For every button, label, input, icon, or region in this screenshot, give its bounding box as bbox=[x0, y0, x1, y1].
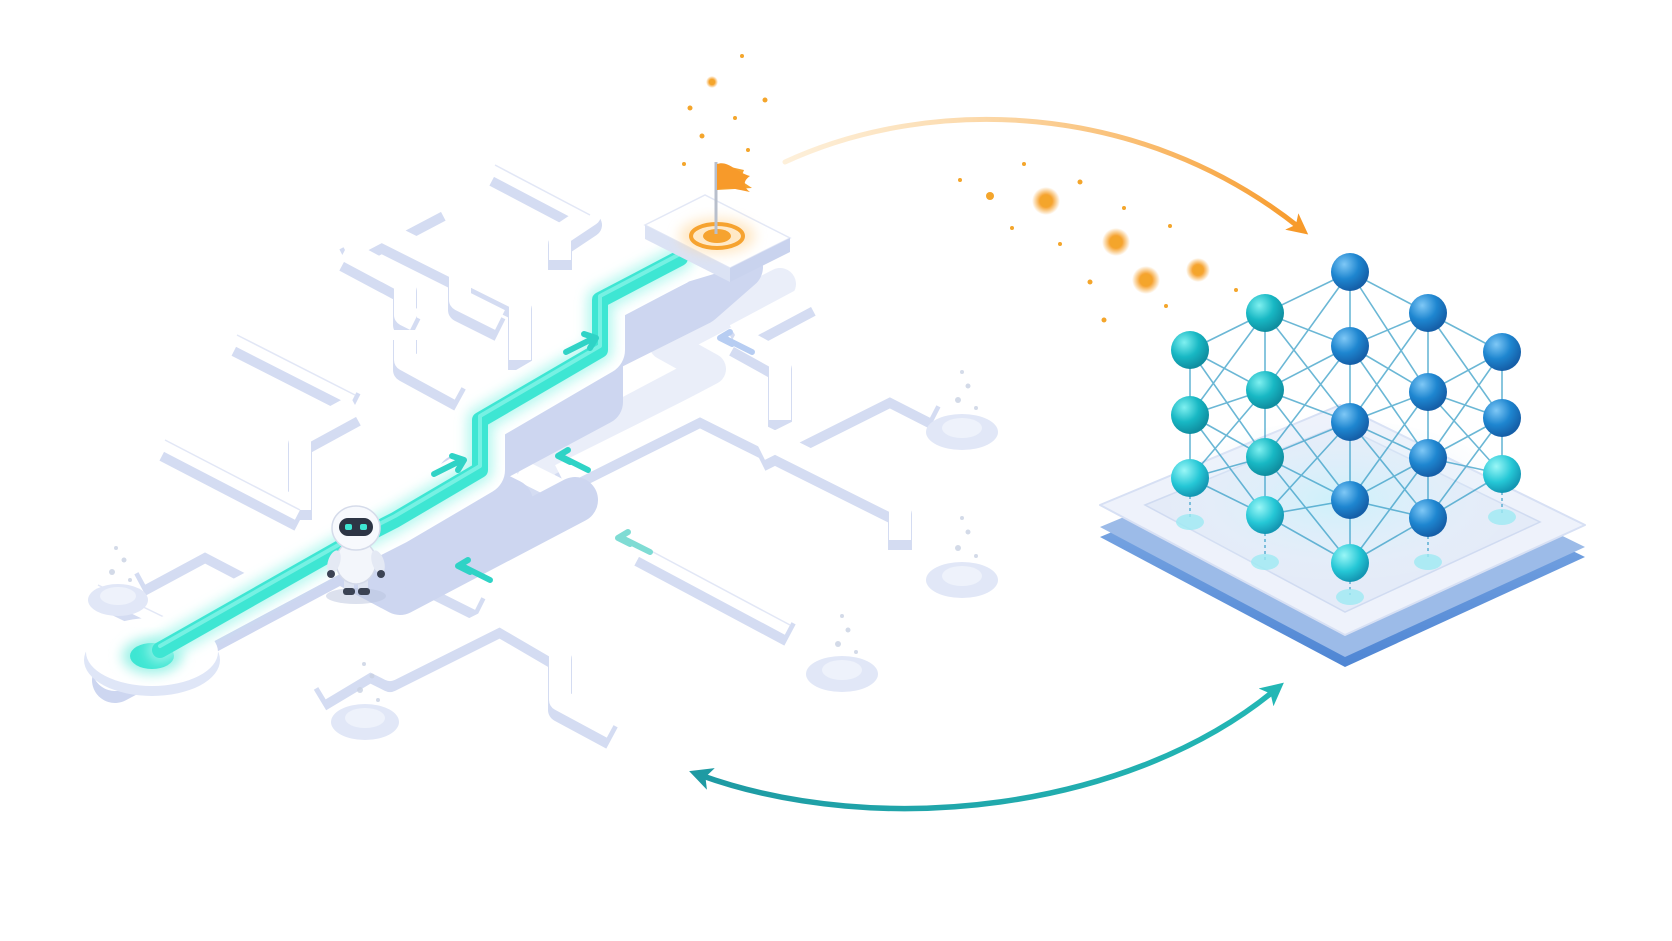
network-node bbox=[1171, 459, 1209, 497]
data-particles bbox=[958, 162, 1238, 323]
network-node bbox=[1246, 438, 1284, 476]
network-nodes bbox=[1171, 253, 1521, 605]
network-node bbox=[1171, 331, 1209, 369]
network-node bbox=[1331, 481, 1369, 519]
network-node bbox=[1331, 544, 1369, 582]
network-node bbox=[1246, 371, 1284, 409]
neural-network-icon bbox=[1099, 253, 1586, 667]
network-node bbox=[1409, 499, 1447, 537]
hint-arrow bbox=[615, 529, 653, 555]
reward-particles bbox=[682, 54, 768, 166]
network-node bbox=[1246, 496, 1284, 534]
hint-arrow bbox=[431, 453, 467, 477]
hint-arrow bbox=[555, 447, 591, 473]
flag-icon bbox=[714, 162, 752, 234]
hint-arrows bbox=[431, 329, 755, 583]
maze bbox=[84, 54, 998, 749]
hint-arrow bbox=[717, 329, 755, 355]
network-node bbox=[1409, 373, 1447, 411]
network-node bbox=[1409, 439, 1447, 477]
network-node bbox=[1409, 294, 1447, 332]
feedback-arrow bbox=[782, 116, 1309, 235]
network-node bbox=[1246, 294, 1284, 332]
network-node bbox=[1171, 396, 1209, 434]
update-arrow bbox=[689, 682, 1284, 812]
hint-arrow bbox=[455, 557, 493, 583]
dead-end-pads bbox=[88, 370, 998, 740]
network-node bbox=[1331, 253, 1369, 291]
network-node bbox=[1331, 403, 1369, 441]
network-platform bbox=[1099, 404, 1586, 667]
robot-icon bbox=[326, 505, 386, 604]
network-node bbox=[1483, 399, 1521, 437]
network-node bbox=[1483, 333, 1521, 371]
network-node bbox=[1483, 455, 1521, 493]
network-node bbox=[1331, 327, 1369, 365]
hint-arrow bbox=[563, 331, 599, 355]
